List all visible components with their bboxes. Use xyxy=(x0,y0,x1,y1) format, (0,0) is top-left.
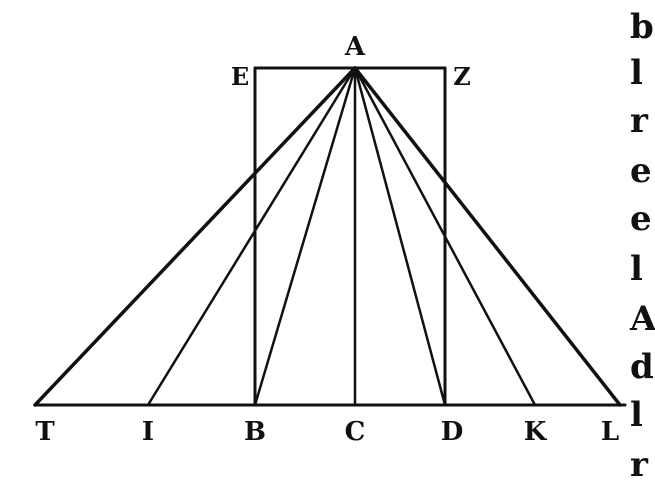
label-C: C xyxy=(345,417,366,447)
margin-char-6: l xyxy=(630,249,643,289)
label-D: D xyxy=(441,417,464,447)
margin-char-2: l xyxy=(630,53,643,93)
margin-char-9: l xyxy=(630,395,643,435)
margin-char-7: A xyxy=(629,299,655,339)
margin-char-5: e xyxy=(630,199,652,239)
label-L: L xyxy=(601,417,619,447)
segment-AB xyxy=(253,66,357,407)
segment-AT xyxy=(33,66,357,407)
label-B: B xyxy=(244,417,266,447)
margin-char-8: d xyxy=(630,347,654,387)
label-A: A xyxy=(344,32,366,62)
margin-char-4: e xyxy=(630,151,652,191)
margin-char-10: r xyxy=(630,445,649,482)
margin-char-1: b xyxy=(630,7,654,47)
label-E: E xyxy=(231,62,249,91)
label-I: I xyxy=(142,417,154,447)
segment-AI xyxy=(146,66,357,407)
label-T: T xyxy=(35,417,55,447)
segment-AL xyxy=(353,66,622,407)
segment-AD xyxy=(353,66,447,407)
label-Z: Z xyxy=(453,62,471,91)
label-K: K xyxy=(524,417,548,447)
segment-AK xyxy=(353,66,537,407)
margin-char-3: r xyxy=(630,101,649,141)
right-margin-text: b l r e e l A d l r xyxy=(629,7,655,482)
